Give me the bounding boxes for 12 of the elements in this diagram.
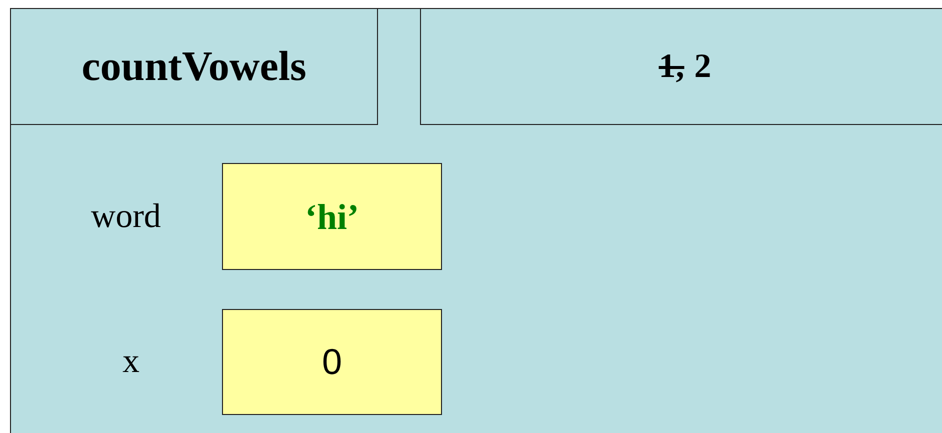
line-number: 2 xyxy=(694,48,712,86)
crossed-out-line-number: 1, xyxy=(658,48,684,86)
value-box xyxy=(222,309,442,415)
function-name: countVowels xyxy=(82,42,306,90)
value-text: 0 xyxy=(322,341,342,383)
function-name-box xyxy=(10,8,378,125)
value-text: ‘hi’ xyxy=(305,196,359,238)
variable-name: word xyxy=(90,196,162,236)
value-box xyxy=(222,163,442,270)
line-number-box xyxy=(420,8,942,125)
frame-box xyxy=(10,8,942,433)
variable-name: x xyxy=(122,342,140,382)
